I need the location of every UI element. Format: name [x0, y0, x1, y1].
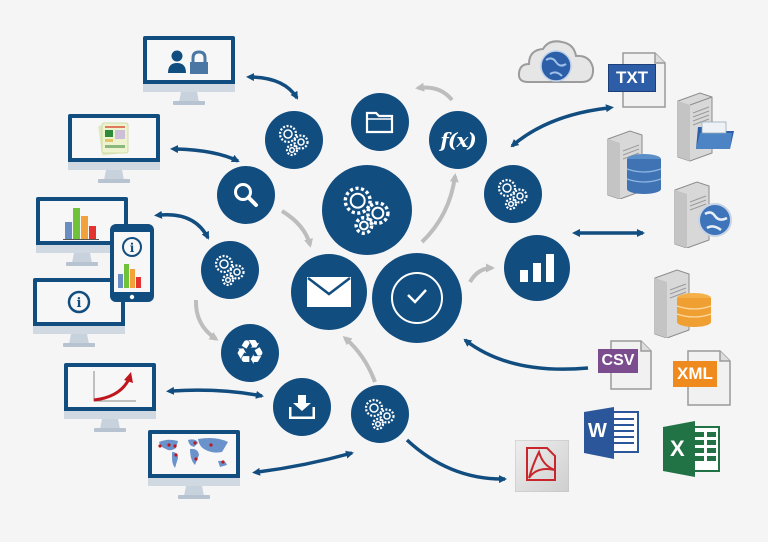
- server-globe-icon[interactable]: [669, 180, 733, 248]
- clock-icon: [391, 272, 443, 324]
- gears-icon: [343, 186, 390, 235]
- mobile-phone[interactable]: i: [110, 224, 154, 302]
- recycle-node[interactable]: ♻: [221, 324, 279, 382]
- csv-file[interactable]: CSV: [598, 340, 654, 390]
- bar-chart-node[interactable]: [504, 235, 570, 301]
- cloud-globe-icon[interactable]: [516, 36, 598, 88]
- gears-icon: [278, 124, 309, 157]
- world-map-monitor[interactable]: [148, 430, 240, 502]
- recycle-icon: ♻: [234, 333, 266, 373]
- flow-gearsleft-to-recycle: [193, 299, 219, 341]
- growth-monitor[interactable]: [64, 363, 156, 435]
- info-monitor[interactable]: i: [33, 278, 125, 350]
- server-folder-icon[interactable]: [672, 91, 736, 163]
- folder-icon: [365, 111, 394, 134]
- excel-file[interactable]: X: [663, 421, 721, 477]
- gears-icon: [364, 398, 395, 431]
- xml-file[interactable]: XML: [673, 350, 733, 406]
- flow-fx-to-folder: [415, 82, 454, 102]
- excel-letter: X: [670, 436, 685, 461]
- word-file[interactable]: W: [584, 407, 640, 459]
- bar-chart-icon: [520, 254, 554, 282]
- world-map-icon: [158, 438, 228, 468]
- flow-search-to-email: [280, 209, 313, 248]
- download-node[interactable]: [273, 378, 331, 436]
- flow-bigears-to-fx: [420, 173, 459, 244]
- gears-large-node[interactable]: [322, 165, 412, 255]
- envelope-icon: [307, 277, 351, 307]
- excel-icon: [663, 421, 720, 477]
- gears-bottom-node[interactable]: [351, 385, 409, 443]
- growth-curve-icon: [93, 371, 136, 402]
- txt-label: TXT: [608, 64, 656, 92]
- search-icon: [234, 183, 258, 207]
- user-lock-icon: [168, 50, 208, 74]
- function-icon: f(x): [440, 128, 476, 152]
- arrow-gears-to-pdf: [405, 438, 507, 484]
- pdf-icon[interactable]: [515, 440, 569, 492]
- arrow-newsletter-to-search: [170, 145, 240, 163]
- download-icon: [289, 395, 315, 419]
- flow-gearsbottom-to-email: [342, 336, 377, 383]
- arrow-user-to-gears: [246, 73, 299, 100]
- info-icon: i: [67, 290, 91, 314]
- arrow-growth-to-download: [166, 386, 264, 399]
- word-icon: [584, 407, 639, 459]
- svg-text:i: i: [77, 296, 82, 311]
- folder-node[interactable]: [351, 93, 409, 151]
- arrow-txt-to-gears-right: [510, 104, 614, 148]
- user-security-monitor[interactable]: [143, 36, 235, 108]
- gears-right-node[interactable]: [484, 165, 542, 223]
- function-node[interactable]: f(x): [429, 111, 487, 169]
- txt-file[interactable]: TXT: [608, 52, 668, 108]
- bar-chart-monitor[interactable]: [36, 197, 128, 269]
- gears-icon: [214, 254, 245, 287]
- arrow-csv-to-clock: [463, 338, 589, 371]
- word-letter: W: [588, 420, 607, 442]
- svg-text:i: i: [130, 241, 135, 255]
- csv-label: CSV: [598, 349, 638, 373]
- gears-top-node[interactable]: [265, 111, 323, 169]
- newsletter-monitor[interactable]: [68, 114, 160, 186]
- gears-left-node[interactable]: [201, 241, 259, 299]
- arrow-phone-to-gears: [154, 210, 210, 240]
- bar-chart-icon: [63, 208, 99, 240]
- email-node[interactable]: [291, 254, 367, 330]
- server-database-icon[interactable]: [604, 129, 664, 199]
- document-layout-icon: [98, 122, 129, 156]
- xml-label: XML: [673, 361, 717, 387]
- gears-icon: [497, 178, 528, 211]
- search-node[interactable]: [217, 166, 275, 224]
- server-orange-database-icon[interactable]: [651, 268, 713, 338]
- clock-node[interactable]: [372, 253, 462, 343]
- flow-clock-to-barchart: [468, 263, 495, 284]
- arrow-map-to-gears: [252, 450, 354, 476]
- info-chart-icon: i: [118, 237, 142, 288]
